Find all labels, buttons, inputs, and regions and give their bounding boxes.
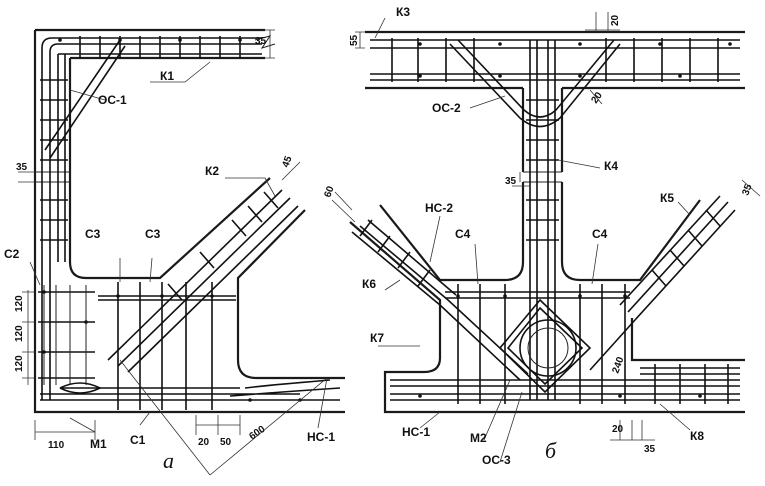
- rebar-dots-a: [42, 38, 302, 402]
- rebar-c4: [457, 284, 626, 404]
- dimension-lines-a: [18, 29, 301, 440]
- label-k8: К8: [690, 429, 704, 443]
- dim-120-c: 120: [14, 355, 25, 372]
- dim-35-mid-b: 35: [505, 176, 517, 187]
- rebar-c3: [117, 282, 213, 410]
- stirrups-k8: [654, 364, 729, 404]
- rebar-c2-ladder: [38, 285, 95, 385]
- caption-a: а: [163, 448, 174, 473]
- rebar-top-a: [41, 37, 262, 55]
- dim-45: 45: [280, 154, 294, 169]
- rebar-k2: [107, 189, 299, 373]
- label-nc1-a: НС-1: [307, 430, 335, 444]
- break-mark-top-a: [254, 35, 276, 49]
- label-nc1-b: НС-1: [402, 425, 430, 439]
- label-c3-right: С3: [145, 227, 161, 241]
- pipe-m2-inner: [527, 327, 569, 369]
- dim-50: 50: [220, 437, 232, 448]
- labels-diagram-b: К3 ОС-2 К4 НС-2 С4 С4 К5 К6 К7 НС-1 М2 О…: [362, 5, 704, 467]
- diagram-b: [331, 12, 761, 463]
- label-k6: К6: [362, 277, 376, 291]
- label-k4: К4: [604, 159, 618, 173]
- label-os2: ОС-2: [432, 101, 461, 115]
- rebar-bottom-b: [390, 367, 740, 401]
- diagram-a-outline: [33, 28, 345, 414]
- dimension-lines-b: [331, 12, 761, 441]
- label-m1: М1: [90, 437, 107, 451]
- stirrups-left-a: [40, 36, 241, 241]
- rebar-os2: [449, 39, 621, 128]
- dimensions-diagram-b: 55 20 20 35 60 35 240 20 35: [322, 14, 754, 455]
- dim-20-bottom-b: 20: [612, 424, 624, 435]
- dim-600: 600: [247, 424, 267, 443]
- label-c4-right: С4: [592, 227, 608, 241]
- leaders-a: [29, 61, 328, 476]
- label-os1: ОС-1: [98, 93, 127, 107]
- rebar-os3: [498, 298, 592, 394]
- break-line-a: [35, 171, 70, 183]
- dim-20-a: 20: [198, 437, 210, 448]
- caption-b: б: [545, 438, 557, 463]
- label-c3-left: С3: [85, 227, 101, 241]
- label-k1: К1: [160, 69, 174, 83]
- diagram-b-outline: [349, 30, 745, 414]
- leaders-b: [374, 17, 691, 463]
- rebar-m1: [59, 382, 102, 394]
- label-m2: М2: [470, 431, 487, 445]
- label-k3: К3: [396, 5, 410, 19]
- label-k2: К2: [205, 164, 219, 178]
- dim-120-b: 120: [14, 325, 25, 342]
- break-line-b: [523, 171, 562, 183]
- dim-35-right-b: 35: [740, 182, 754, 197]
- label-k5: К5: [660, 191, 674, 205]
- dim-120-a: 120: [14, 295, 25, 312]
- dim-35-left-a: 35: [16, 162, 28, 173]
- dim-60: 60: [322, 184, 336, 199]
- rebar-bottom-a: [40, 379, 341, 401]
- diagram-a: [18, 28, 345, 476]
- rebar-dots-b: [418, 42, 732, 398]
- dim-55: 55: [349, 34, 360, 46]
- label-nc2: НС-2: [425, 201, 453, 215]
- label-k7: К7: [370, 331, 384, 345]
- pipe-m2-outer: [519, 319, 577, 377]
- rebar-c4-horizontal: [445, 291, 630, 299]
- dim-110: 110: [48, 440, 65, 451]
- rebar-left-a: [41, 48, 66, 400]
- labels-diagram-a: К1 ОС-1 К2 С2 С3 С3 С1 М1 НС-1 а: [4, 69, 335, 473]
- stirrups-k4: [526, 99, 559, 241]
- stirrups-k5: [651, 209, 721, 287]
- dim-35-bottom-b: 35: [644, 444, 656, 455]
- dim-20-top-b: 20: [610, 14, 621, 26]
- label-c1: С1: [130, 433, 146, 447]
- stirrups-k2: [167, 191, 279, 301]
- label-c2: С2: [4, 247, 20, 261]
- label-os3: ОС-3: [482, 453, 511, 467]
- stirrups-k6: [359, 219, 431, 287]
- dim-35-top-a: 35: [255, 36, 267, 47]
- label-c4-left: С4: [455, 227, 471, 241]
